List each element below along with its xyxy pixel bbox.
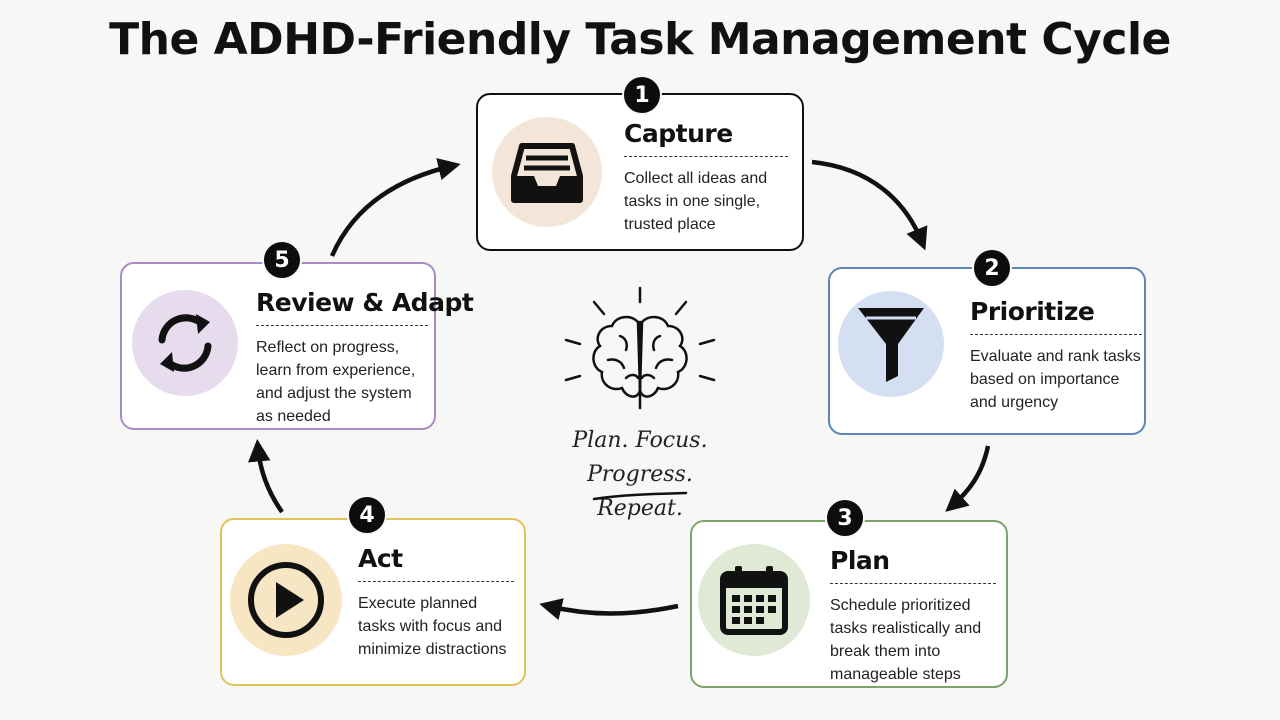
tagline: Plan. Focus. Progress. Repeat. <box>520 424 760 526</box>
step-badge-4: 4 <box>347 495 387 535</box>
funnel-icon <box>858 308 924 382</box>
brain-icon <box>564 286 716 410</box>
arrow-act-to-review <box>248 439 284 514</box>
tagline-underline <box>592 491 688 501</box>
plan-heading: Plan <box>830 546 996 584</box>
capture-icon-circle <box>492 117 602 227</box>
step-card-prioritize: Prioritize Evaluate and rank tasks based… <box>828 267 1146 435</box>
act-icon-circle <box>230 544 342 656</box>
capture-heading: Capture <box>624 119 788 157</box>
act-description: Execute planned tasks with focus and min… <box>358 595 507 658</box>
plan-icon-circle <box>698 544 810 656</box>
step-badge-5: 5 <box>262 240 302 280</box>
play-icon <box>248 562 324 638</box>
review-heading: Review & Adapt <box>256 288 474 326</box>
arrow-prioritize-to-plan <box>945 445 991 512</box>
step-card-plan: Plan Schedule prioritized tasks realisti… <box>690 520 1008 688</box>
review-icon-circle <box>132 290 238 396</box>
prioritize-description: Evaluate and rank tasks based on importa… <box>970 348 1141 411</box>
prioritize-icon-circle <box>838 291 944 397</box>
calendar-icon <box>720 566 788 635</box>
arrow-review-to-capture <box>329 158 461 257</box>
arrow-plan-to-act <box>539 598 679 621</box>
inbox-tray-icon <box>511 143 583 203</box>
step-card-review-adapt: Review & Adapt Reflect on progress, lear… <box>120 262 474 430</box>
page-title: The ADHD-Friendly Task Management Cycle <box>109 14 1171 65</box>
step-badge-1: 1 <box>622 75 662 115</box>
step-card-act: Act Execute planned tasks with focus and… <box>220 518 526 686</box>
prioritize-heading: Prioritize <box>970 297 1142 335</box>
capture-description: Collect all ideas and tasks in one singl… <box>624 170 768 233</box>
review-description: Reflect on progress, learn from experien… <box>256 339 416 425</box>
tagline-line-2: Repeat. <box>597 496 683 521</box>
refresh-cycle-icon <box>158 314 212 372</box>
step-badge-2: 2 <box>972 248 1012 288</box>
plan-description: Schedule prioritized tasks realistically… <box>830 597 982 683</box>
step-badge-3: 3 <box>825 498 865 538</box>
arrow-capture-to-prioritize <box>811 159 928 251</box>
step-card-capture: Capture Collect all ideas and tasks in o… <box>476 93 804 251</box>
tagline-line-1: Plan. Focus. Progress. <box>572 428 708 487</box>
act-heading: Act <box>358 544 514 582</box>
